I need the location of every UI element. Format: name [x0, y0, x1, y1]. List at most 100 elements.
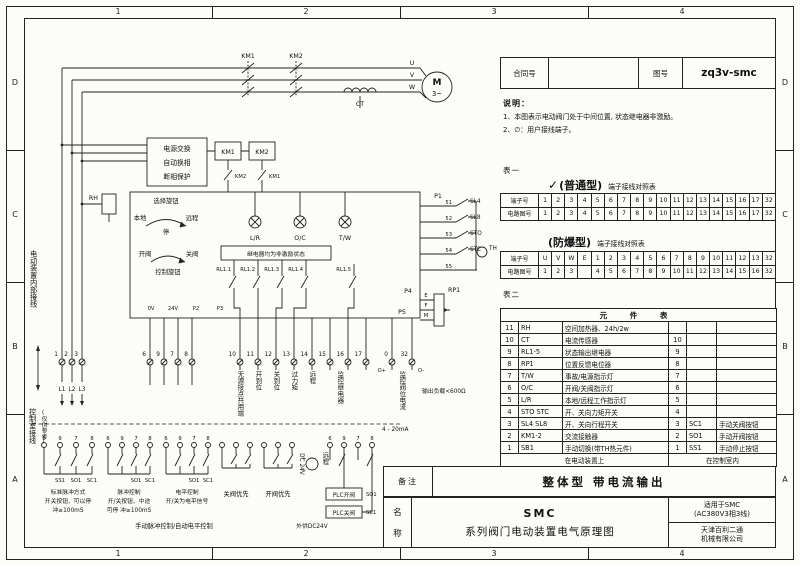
component-code2: SO1 — [686, 429, 717, 442]
component-code2 — [686, 321, 717, 334]
terminal-cell: 1 — [537, 193, 553, 208]
component-code: CT — [518, 333, 563, 346]
phase-l1-label: L1 — [59, 387, 66, 393]
group1-desc: 开关按钮、可以停 — [45, 497, 92, 505]
terminal-no: 1 — [54, 352, 58, 358]
component-no: 10 — [500, 333, 519, 346]
p1-pin: 55 — [445, 264, 452, 270]
plc-sc1-label: SC1 — [366, 510, 376, 516]
circuit-no-cell: 8 — [630, 206, 645, 221]
junctions-arrows — [36, 143, 448, 406]
relay-label: RL1.5 — [336, 267, 351, 273]
km2-coil-label: KM2 — [255, 149, 269, 156]
table1-label: 表一 — [503, 166, 520, 175]
component-no2: 3 — [668, 417, 687, 430]
circuit-no-cell: 12 — [682, 206, 697, 221]
component-name: 手动切换(带TH热元件) — [562, 441, 669, 454]
dc-source-symbol — [305, 457, 319, 471]
group-terminal-no: 6 — [106, 436, 109, 442]
terminal-cell: 12 — [735, 251, 750, 266]
terminal-cell: 11 — [722, 251, 737, 266]
component-table-footer: 在电动装置上 在控制室内 — [500, 453, 778, 467]
group-terminal-no: 9 — [58, 436, 61, 442]
terminal-cell: 3 — [616, 251, 632, 266]
circuit-no-cell: 1 — [537, 264, 553, 279]
circuit-no-cell: 7 — [630, 264, 645, 279]
component-no: 5 — [500, 393, 519, 406]
component-table-title: 元 件 表 — [499, 308, 778, 322]
plc-remote-label: 远程 — [320, 452, 329, 465]
output-minus-label: O- — [418, 368, 424, 374]
terminal-cell: 4 — [630, 251, 645, 266]
drawing-title: SMC 系列阀门电动装置电气原理图 — [412, 498, 669, 547]
p5-label: P5 — [398, 309, 406, 316]
group2-desc: 开/关按钮、中途 — [108, 497, 151, 505]
ordinary-subtitle: 端子接线对照表 — [608, 183, 656, 191]
p4-label: P4 — [404, 288, 412, 295]
open-label: 开阀 — [139, 249, 152, 258]
component-name: 位置反馈电位器 — [562, 357, 669, 370]
circuit-no-cell: 7 — [616, 206, 632, 221]
sto-label: STO — [470, 231, 482, 237]
motor-label: M — [433, 78, 442, 88]
company-name: 天津百利二通 机械有限公司 — [669, 523, 775, 547]
ordinary-type-name: (普通型) — [559, 179, 603, 192]
component-no2: 9 — [668, 345, 687, 358]
component-name: 状态输出继电器 — [562, 345, 669, 358]
name-label-bottom: 称 — [393, 528, 402, 539]
footer-left: 在电动装置上 — [500, 453, 669, 467]
component-no2: 8 — [668, 357, 687, 370]
grid-row-label: A — [782, 475, 788, 484]
row-label: 端子号 — [500, 193, 539, 208]
terminal-cell: 32 — [761, 251, 777, 266]
open-priority-label: 开阀优先 — [265, 489, 290, 498]
lamp-oc-label: O/C — [294, 235, 306, 242]
zero-volt-label: 0V — [148, 306, 155, 312]
terminal-no: 0 — [384, 352, 388, 358]
component-row: 3 SL4 SL8 开、关向行程开关 3 SC1 手动关阀按钮 — [500, 417, 778, 430]
lamp-tw-label: T/W — [338, 235, 352, 242]
component-name: 电流传感器 — [562, 333, 669, 346]
relay-label: RL1.2 — [240, 267, 255, 273]
circuit-no-cell: 5 — [590, 206, 605, 221]
p1-pin: 51 — [445, 200, 452, 206]
terminal-func-label: 关到位 — [271, 371, 280, 391]
drawing-no-label: 图号 — [639, 58, 683, 88]
group3-desc: 开/关为电平信号 — [166, 497, 209, 505]
component-name: 开、关向行程开关 — [562, 417, 669, 430]
component-code2 — [686, 369, 717, 382]
ss1-label: SS1 — [55, 478, 65, 484]
phase-v-label: V — [410, 72, 415, 79]
check-mark: ✓ — [548, 178, 559, 192]
terminal-no: 16 — [337, 352, 345, 358]
name-label-top: 名 — [393, 508, 402, 519]
frame-tick — [400, 548, 401, 560]
internal-wiring-label: 电动装置内部接线 — [29, 250, 39, 308]
terminal-cell: 16 — [735, 193, 750, 208]
component-code2: SS1 — [686, 441, 717, 454]
terminal-no: 15 — [319, 352, 327, 358]
circuit-no-cell: 13 — [709, 264, 724, 279]
terminal-cell: 3 — [564, 193, 579, 208]
rp-pin: M — [424, 313, 428, 319]
note-line: 2、∅：用户接线端子。 — [503, 126, 576, 135]
frame-tick — [212, 6, 213, 18]
circuit-no-cell: 16 — [748, 264, 763, 279]
component-no2: 1 — [668, 441, 687, 454]
frame-tick — [588, 6, 589, 18]
grid-row-label: B — [12, 342, 18, 351]
table2-label: 表二 — [503, 290, 520, 299]
potentiometer-body — [433, 293, 445, 327]
terminal-cell: 17 — [748, 193, 763, 208]
component-name2 — [715, 321, 778, 334]
grid-row-label: C — [782, 210, 788, 219]
grid-col-label: 1 — [115, 549, 121, 558]
component-row: 9 RL1-5 状态输出继电器 9 — [500, 345, 778, 358]
rp1-label: RP1 — [448, 287, 460, 294]
circuit-schematic: KM1 KM2 U V W M 3~ CT 电源交换 自动换相 断相保护 KM1… — [32, 53, 497, 530]
explosion-type-name: (防爆型) — [548, 236, 592, 249]
terminal-no: 8 — [184, 352, 188, 358]
terminal-no: 7 — [170, 352, 174, 358]
